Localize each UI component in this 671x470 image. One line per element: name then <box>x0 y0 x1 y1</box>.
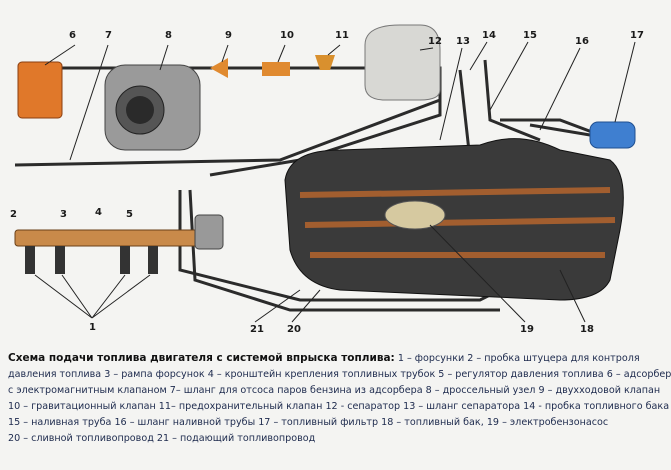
label-9: 9 <box>225 30 232 41</box>
caption-title: Схема подачи топлива двигателя с системо… <box>8 352 395 364</box>
label-2: 2 <box>10 209 17 220</box>
leader-lines <box>34 41 636 323</box>
label-3: 3 <box>60 209 67 220</box>
caption-line: 1 – форсунки 2 – пробка штуцера для конт… <box>397 353 640 364</box>
label-7: 7 <box>105 30 112 41</box>
gravity-valve <box>262 62 290 76</box>
caption-line: 10 – гравитационный клапан 11– предохран… <box>8 401 670 412</box>
label-1: 1 <box>89 322 96 333</box>
label-12: 12 <box>428 36 442 47</box>
label-16: 16 <box>575 36 589 47</box>
throttle-body <box>104 64 201 151</box>
label-14: 14 <box>482 30 496 41</box>
caption-line: с электромагнитным клапаном 7– шланг для… <box>8 385 661 396</box>
fuel-tank <box>284 138 624 301</box>
label-15: 15 <box>523 30 537 41</box>
adsorber <box>17 61 63 119</box>
safety-valve <box>315 55 335 70</box>
label-11: 11 <box>335 30 349 41</box>
label-18: 18 <box>580 324 594 335</box>
label-10: 10 <box>280 30 294 41</box>
label-20: 20 <box>287 324 301 335</box>
fuel-pump <box>384 200 446 230</box>
label-13: 13 <box>456 36 470 47</box>
separator <box>364 24 441 101</box>
pressure-regulator <box>194 214 224 250</box>
label-8: 8 <box>165 30 172 41</box>
two-way-valve <box>210 58 228 78</box>
label-5: 5 <box>126 209 133 220</box>
caption-line: 20 – сливной топливопровод 21 – подающий… <box>8 433 316 444</box>
fuel-rail <box>14 214 224 274</box>
fuel-filter <box>589 121 636 149</box>
label-4: 4 <box>95 207 102 218</box>
label-6: 6 <box>69 30 76 41</box>
caption-line: давления топлива 3 – рампа форсунок 4 – … <box>8 369 671 380</box>
caption-line: 15 – наливная труба 16 – шланг наливной … <box>8 417 609 428</box>
label-19: 19 <box>520 324 534 335</box>
label-21: 21 <box>250 324 264 335</box>
diagram-caption: Схема подачи топлива двигателя с системо… <box>8 350 671 447</box>
label-17: 17 <box>630 30 644 41</box>
fuel-system-diagram <box>14 24 636 323</box>
